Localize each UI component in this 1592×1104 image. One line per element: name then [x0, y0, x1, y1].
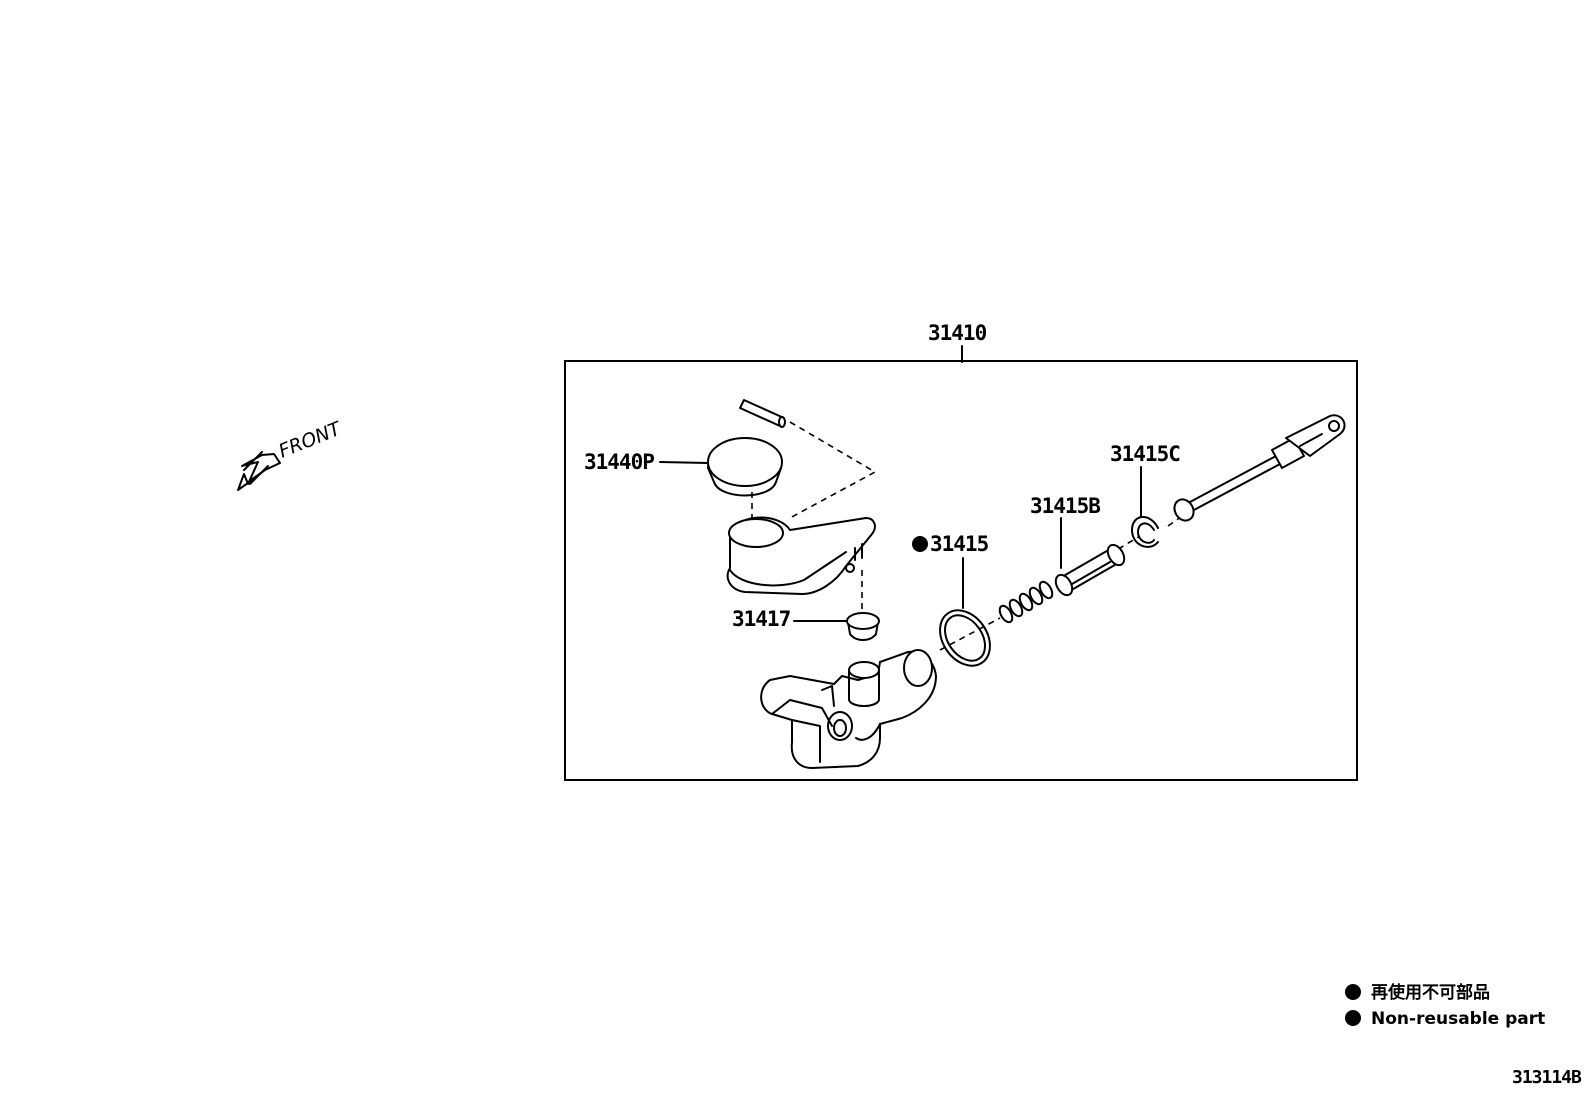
o-ring-label: 31415	[930, 532, 989, 556]
grommet-part	[846, 612, 880, 641]
assembly-frame	[564, 360, 1358, 781]
assembly-label: 31410	[928, 321, 987, 345]
pin-part	[739, 399, 786, 428]
o-ring-part	[939, 609, 991, 667]
reservoir-cap-leader	[659, 461, 709, 464]
pin-guide-line	[789, 421, 877, 519]
piston-part	[1054, 543, 1126, 597]
push-rod-part	[1173, 414, 1346, 522]
legend-english-text: Non-reusable part	[1371, 1009, 1545, 1029]
front-label: FRONT	[276, 417, 346, 462]
grommet-label: 31417	[732, 607, 791, 631]
master-cylinder-body-part	[760, 649, 937, 769]
figure-code: 313114B	[1512, 1067, 1582, 1088]
reservoir-tank-part	[726, 516, 876, 595]
reservoir-cap-label: 31440P	[584, 450, 654, 474]
snap-ring-part	[1131, 516, 1159, 548]
legend-bullet-icon	[1345, 984, 1361, 1000]
front-arrow-icon	[237, 451, 281, 491]
axis-guide-line	[939, 511, 1189, 651]
legend-japanese-text: 再使用不可部品	[1371, 982, 1490, 1003]
reservoir-cap-part	[707, 437, 783, 497]
piston-label: 31415B	[1030, 494, 1100, 518]
snap-ring-label: 31415C	[1110, 442, 1180, 466]
legend-bullet-icon	[1345, 1010, 1361, 1026]
non-reusable-marker-icon	[912, 536, 928, 552]
piston-spring-part	[998, 580, 1054, 624]
